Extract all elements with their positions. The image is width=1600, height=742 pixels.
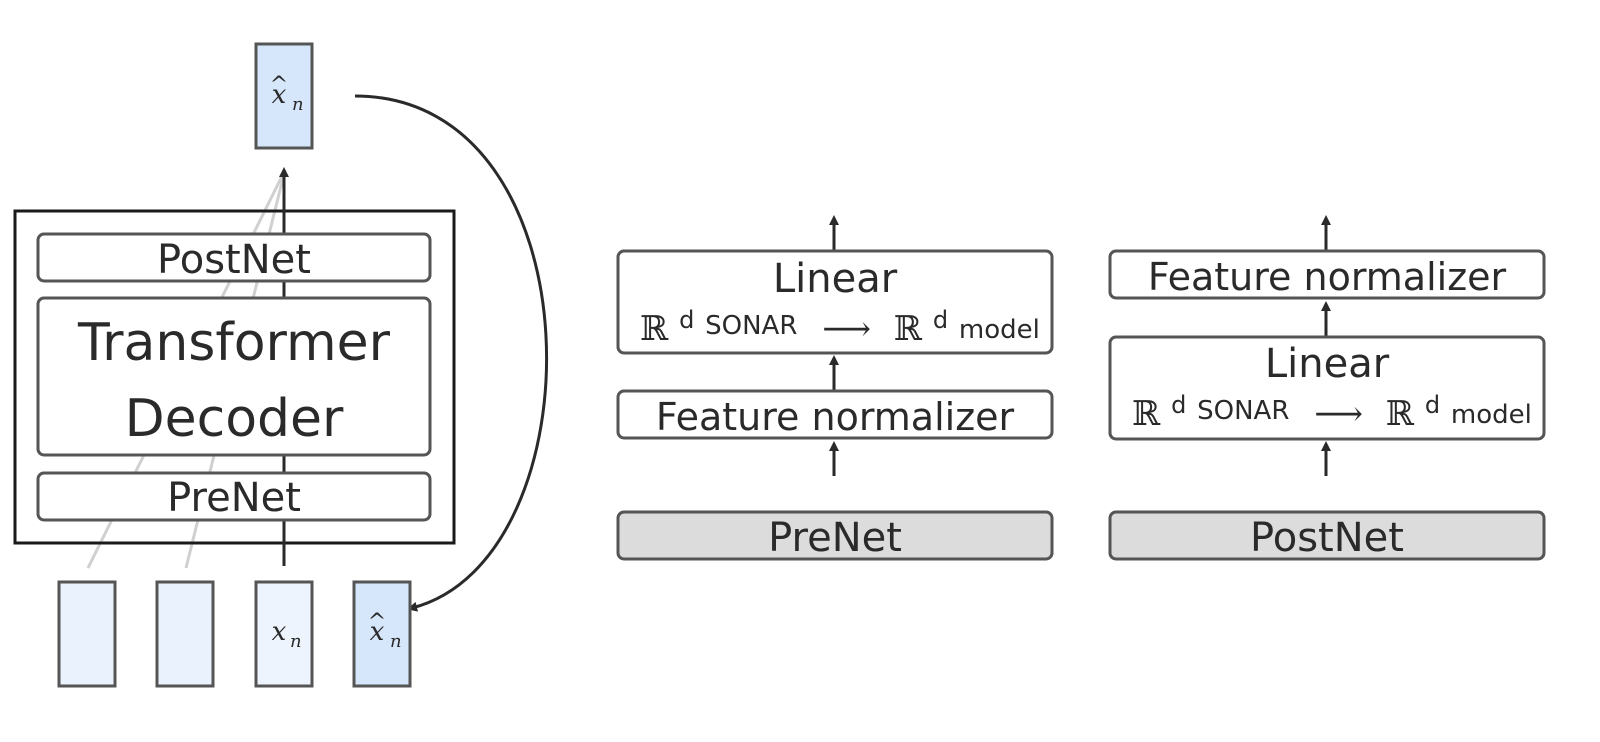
dim-superscript: d (679, 306, 694, 334)
left-panel: PostNet Transformer Decoder PreNet x ^ n… (13, 42, 548, 688)
postnet-normalizer-box (1108, 249, 1546, 300)
transformer-decoder-box (36, 296, 432, 457)
output-token-subscript: n (292, 94, 304, 115)
input-token-box (57, 580, 117, 688)
real-set-symbol: ℝ (894, 309, 923, 349)
generated-token-hat: ^ (368, 610, 386, 635)
prenet-normalizer-label: Feature normalizer (656, 395, 1015, 439)
dim-superscript: d (1171, 391, 1186, 419)
prenet-box (36, 471, 432, 522)
decoder-label: Decoder (125, 389, 344, 449)
input-token-subscript: n (290, 631, 302, 652)
postnet-linear-title: Linear (1265, 341, 1390, 387)
prenet-base-box (616, 510, 1054, 561)
real-set-symbol: ℝ (1386, 394, 1415, 434)
dim-superscript: d (933, 306, 948, 334)
input-token-box (155, 580, 215, 688)
postnet-label: PostNet (157, 237, 311, 283)
prenet-base-label: PreNet (768, 515, 902, 561)
postnet-linear-box (1108, 335, 1546, 441)
map-arrow: ⟶ (822, 309, 871, 349)
prenet-linear-box (616, 249, 1054, 355)
input-token-symbol: x (272, 617, 287, 647)
dim-subscript: model (959, 315, 1040, 345)
output-token-symbol: x (272, 80, 287, 110)
map-arrow: ⟶ (1314, 394, 1363, 434)
postnet-normalizer-label: Feature normalizer (1148, 255, 1507, 299)
prenet-normalizer-box (616, 389, 1054, 440)
output-token-box (254, 42, 314, 150)
generated-token-box (352, 580, 412, 688)
dim-subscript: SONAR (1197, 396, 1289, 426)
feedback-arrow (354, 94, 548, 612)
postnet-base-label: PostNet (1250, 515, 1404, 561)
postnet-linear-map: ℝ d SONAR ⟶ ℝ d model (1132, 382, 1532, 434)
prenet-label: PreNet (167, 475, 301, 521)
postnet-panel: Feature normalizer Linear ℝ d SONAR ⟶ ℝ … (1108, 215, 1546, 561)
generated-token-symbol: x (370, 617, 385, 647)
generated-token-subscript: n (390, 631, 402, 652)
prenet-linear-title: Linear (773, 256, 898, 302)
prenet-linear-map: ℝ d SONAR ⟶ ℝ d model (640, 297, 1040, 349)
real-set-symbol: ℝ (640, 309, 669, 349)
model-frame (13, 209, 456, 545)
input-token-box (254, 580, 314, 688)
real-set-symbol: ℝ (1132, 394, 1161, 434)
prenet-panel: Linear ℝ d SONAR ⟶ ℝ d model Feature nor… (616, 215, 1054, 561)
dim-subscript: model (1451, 400, 1532, 430)
dim-subscript: SONAR (705, 311, 797, 341)
output-token-hat: ^ (270, 73, 288, 98)
dim-superscript: d (1425, 391, 1440, 419)
postnet-box (36, 232, 432, 283)
transformer-label: Transformer (77, 313, 391, 373)
postnet-base-box (1108, 510, 1546, 561)
